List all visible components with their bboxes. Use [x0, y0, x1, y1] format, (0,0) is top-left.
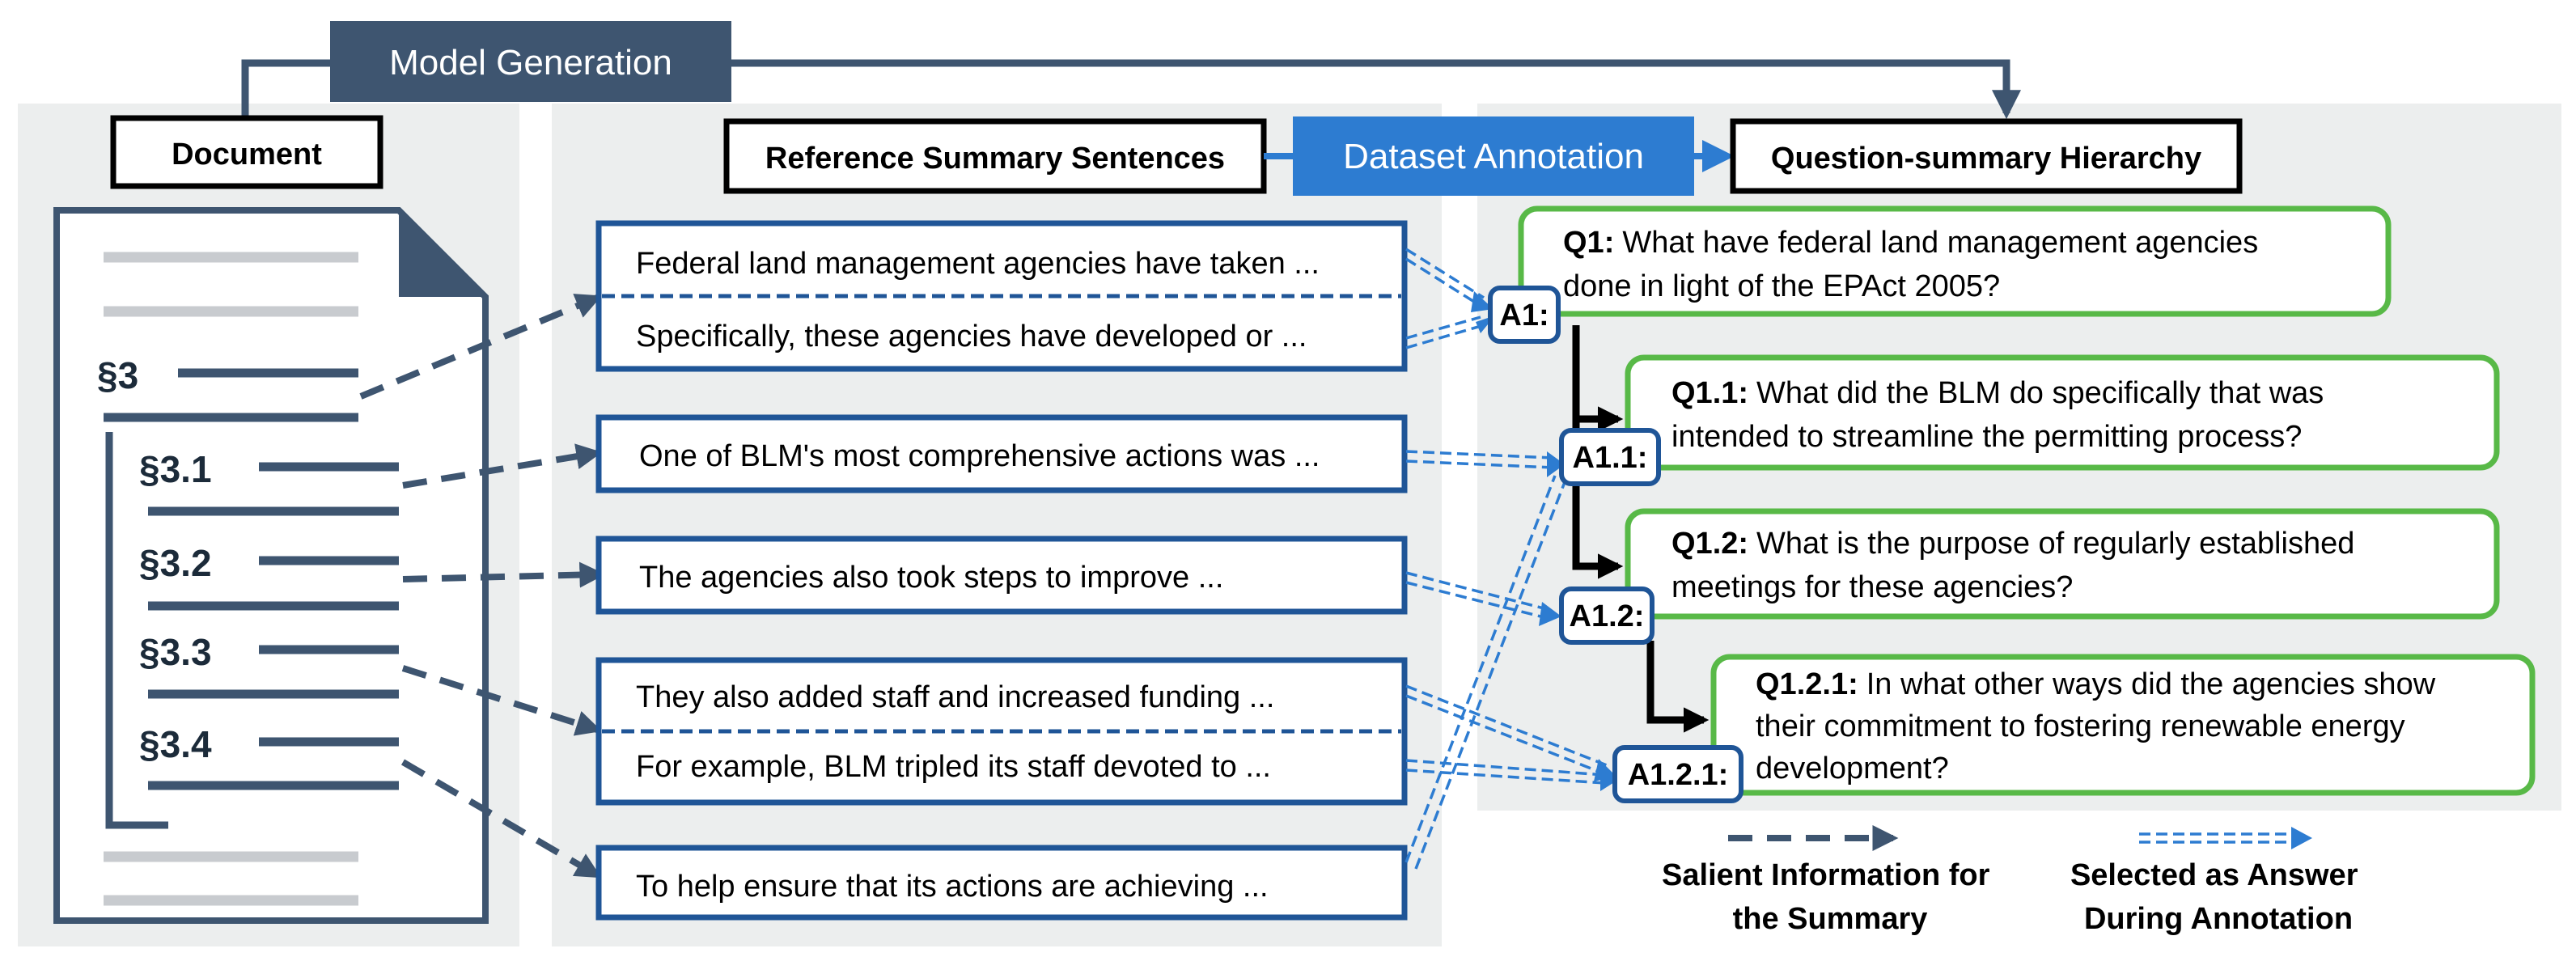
- model-generation-label: Model Generation: [389, 43, 672, 83]
- question-box-q1-1: [1625, 354, 2500, 471]
- reference-sentence-2: Specifically, these agencies have develo…: [636, 320, 1307, 354]
- section-3-2: §3.2: [139, 542, 212, 584]
- salient-arrow-3-1: [402, 443, 603, 489]
- answer-badge-a1-2-1: [1612, 745, 1743, 803]
- document-filler-lines: [104, 252, 358, 906]
- answer-a1-1: A1.1:: [1573, 441, 1648, 475]
- question-q1: Q1:What have federal land management age…: [1563, 226, 2267, 303]
- document-title: Document: [172, 138, 322, 171]
- reference-sentence-6: For example, BLM tripled its staff devot…: [636, 750, 1271, 784]
- question-q1-2-1: Q1.2.1:In what other ways did the agenci…: [1756, 667, 2444, 786]
- reference-sentence-5: They also added staff and increased fund…: [636, 680, 1274, 714]
- reference-box-3: [595, 536, 1408, 615]
- hierarchy-title-box: [1730, 118, 2243, 194]
- answer-selection-arrows: [1405, 248, 1608, 870]
- model-generation-box: [330, 21, 731, 102]
- reference-dividers: [602, 294, 1401, 734]
- question-box-q1-2-1: [1710, 654, 2536, 796]
- reference-sentence-3: One of BLM's most comprehensive actions …: [639, 439, 1320, 473]
- dataset-annotation-box: [1293, 116, 1694, 196]
- answer-a1: A1:: [1499, 299, 1549, 332]
- salient-arrow-3: [359, 294, 602, 400]
- legend-selected-arrow: [2139, 832, 2296, 844]
- salient-arrows: [359, 294, 606, 879]
- answer-a1-2: A1.2:: [1570, 599, 1645, 633]
- section-3-4: §3.4: [139, 723, 212, 765]
- document-title-box: [110, 115, 383, 189]
- hierarchy-title: Question-summary Hierarchy: [1771, 142, 2201, 176]
- document-section-lines: [104, 368, 399, 829]
- answer-badge-a1-1: [1559, 428, 1661, 486]
- legend-salient-label: Salient Information for the Summary: [1662, 858, 1998, 936]
- reference-title: Reference Summary Sentences: [765, 142, 1225, 176]
- section-3-1: §3.1: [139, 448, 212, 490]
- legend-selected-arrowhead: [2291, 827, 2312, 849]
- document-page-fold: [399, 210, 485, 297]
- legend-selected-label: Selected as Answer During Annotation: [2070, 858, 2366, 936]
- salient-arrow-3-3: [401, 665, 603, 736]
- answer-badge-a1: [1488, 286, 1561, 344]
- question-box-q1: [1518, 205, 2392, 317]
- answer-badges: [1488, 286, 1743, 803]
- reference-title-box: [723, 118, 1267, 194]
- document-page: [53, 207, 489, 924]
- reference-sentence-1: Federal land management agencies have ta…: [636, 247, 1320, 281]
- question-boxes: [1518, 205, 2536, 796]
- section-3-3: §3.3: [139, 631, 212, 673]
- section-3: §3: [97, 354, 138, 396]
- question-q1-2: Q1.2:What is the purpose of regularly es…: [1671, 527, 2363, 604]
- answer-a1-2-1: A1.2.1:: [1628, 758, 1729, 792]
- answer-selection-arrowheads: [1471, 291, 1618, 791]
- question-box-q1-2: [1625, 508, 2500, 620]
- reference-sentence-4: The agencies also took steps to improve …: [639, 561, 1223, 595]
- reference-box-2: [595, 414, 1408, 493]
- dataset-annotation-label: Dataset Annotation: [1343, 137, 1644, 176]
- answer-badge-a1-2: [1559, 586, 1654, 645]
- question-q1-1: Q1.1:What did the BLM do specifically th…: [1671, 376, 2332, 454]
- model-generation-connector: [241, 59, 2021, 120]
- salient-arrow-3-2: [402, 561, 606, 588]
- reference-sentence-7: To help ensure that its actions are achi…: [636, 870, 1269, 904]
- reference-box-5: [595, 845, 1408, 921]
